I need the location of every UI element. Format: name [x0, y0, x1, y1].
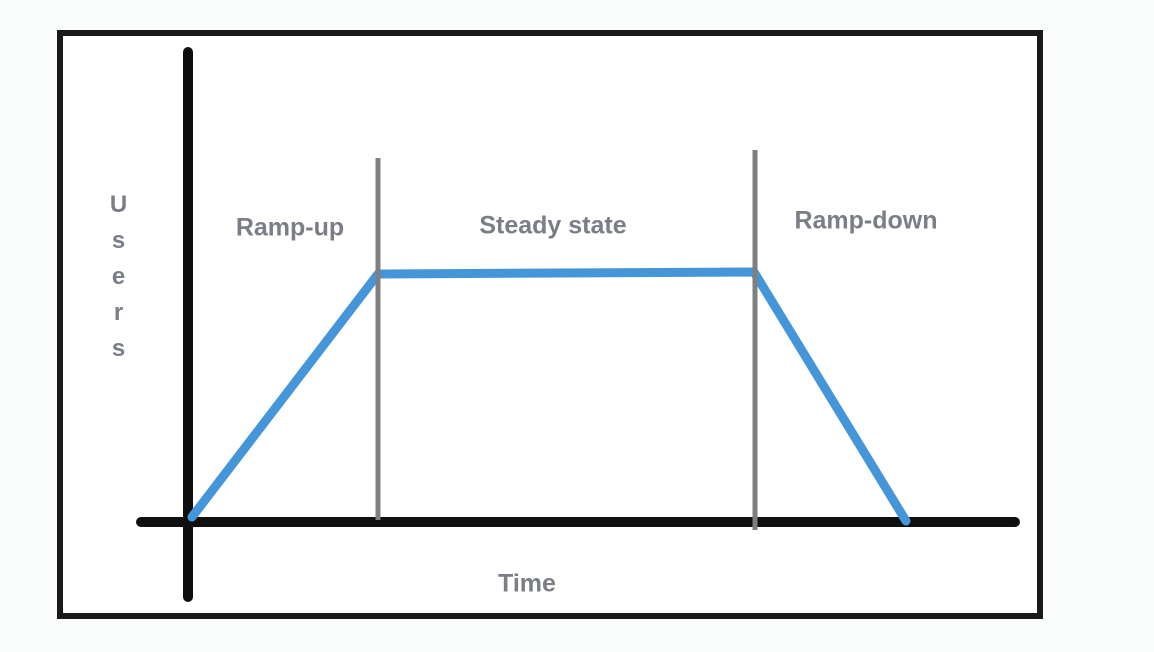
load-profile-line [187, 267, 911, 526]
phase-label-ramp-up: Ramp-up [235, 213, 345, 242]
phase-label-ramp-down: Ramp-down [794, 206, 938, 235]
y-axis-label: Users [105, 191, 132, 371]
phase-label-steady-state: Steady state [479, 211, 627, 240]
x-axis-label: Time [498, 569, 556, 598]
